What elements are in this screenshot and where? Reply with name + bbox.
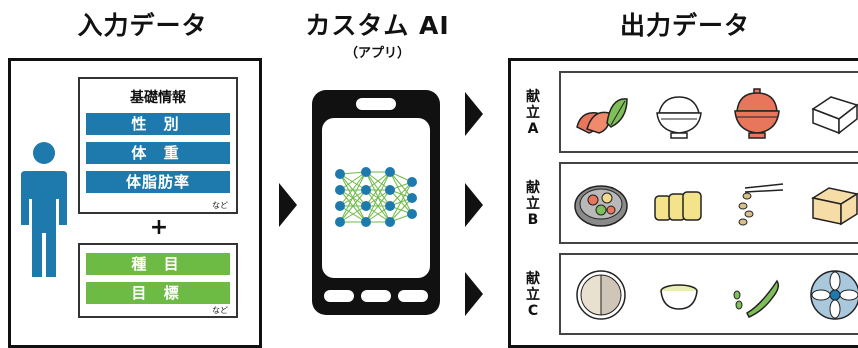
neural-network-icon xyxy=(335,167,417,227)
input-panel: 基礎情報 性 別 体 重 体脂肪率 など + 種 目 目 標 など xyxy=(8,58,262,348)
arrow-to-menu-c xyxy=(465,272,483,316)
nabe-icon xyxy=(574,185,628,227)
phone-button-left xyxy=(324,290,354,302)
menu-c-card xyxy=(559,253,858,335)
miso-soup-icon xyxy=(734,88,780,139)
rice-bowl-icon xyxy=(656,96,702,139)
tea-cup-icon xyxy=(660,284,698,310)
goal-etc-label: など xyxy=(212,306,228,315)
edamame-icon xyxy=(733,279,780,318)
arrow-to-ai xyxy=(279,183,297,227)
phone-device xyxy=(312,90,440,315)
phone-button-right xyxy=(398,290,428,302)
app-subheading: （アプリ） xyxy=(344,46,410,61)
menu-b-row: 献 立 B xyxy=(521,162,858,244)
bar-sport: 種 目 xyxy=(86,253,230,275)
menu-a-row: 献 立 A xyxy=(521,71,858,153)
phone-button-center xyxy=(361,290,391,302)
output-panel: 献 立 A xyxy=(508,58,858,348)
menu-c-row: 献 立 C xyxy=(521,253,858,335)
phone-speaker xyxy=(356,98,396,110)
person-icon xyxy=(21,142,67,277)
goal-card: 種 目 目 標 など xyxy=(78,243,238,318)
tofu-icon xyxy=(811,96,858,135)
arrow-to-menu-a xyxy=(465,92,483,136)
tamagoyaki-icon xyxy=(654,191,702,221)
natto-chopsticks-icon xyxy=(738,183,784,226)
menu-b-card xyxy=(559,162,858,244)
bar-goal: 目 標 xyxy=(86,282,230,304)
input-heading: 入力データ xyxy=(77,11,208,40)
bar-weight: 体 重 xyxy=(86,142,230,164)
basic-info-card: 基礎情報 性 別 体 重 体脂肪率 など xyxy=(78,77,238,214)
bar-body-fat: 体脂肪率 xyxy=(86,171,230,193)
custom-ai-heading: カスタム AI xyxy=(305,11,450,40)
menu-a-label: 献 立 A xyxy=(526,89,540,137)
menu-a-card xyxy=(559,71,858,153)
basic-etc-label: など xyxy=(212,201,228,210)
arrow-to-menu-b xyxy=(465,183,483,227)
flower-plate-icon xyxy=(810,270,858,320)
output-heading: 出力データ xyxy=(619,11,750,40)
sashimi-icon xyxy=(576,98,628,134)
menu-b-label: 献 立 B xyxy=(526,180,540,228)
bar-gender: 性 別 xyxy=(86,113,230,135)
plus-sign: + xyxy=(149,215,169,240)
plate-icon xyxy=(576,270,626,320)
menu-c-label: 献 立 C xyxy=(526,271,540,319)
basic-info-title: 基礎情報 xyxy=(130,90,186,106)
tofu-block-icon xyxy=(811,187,858,226)
